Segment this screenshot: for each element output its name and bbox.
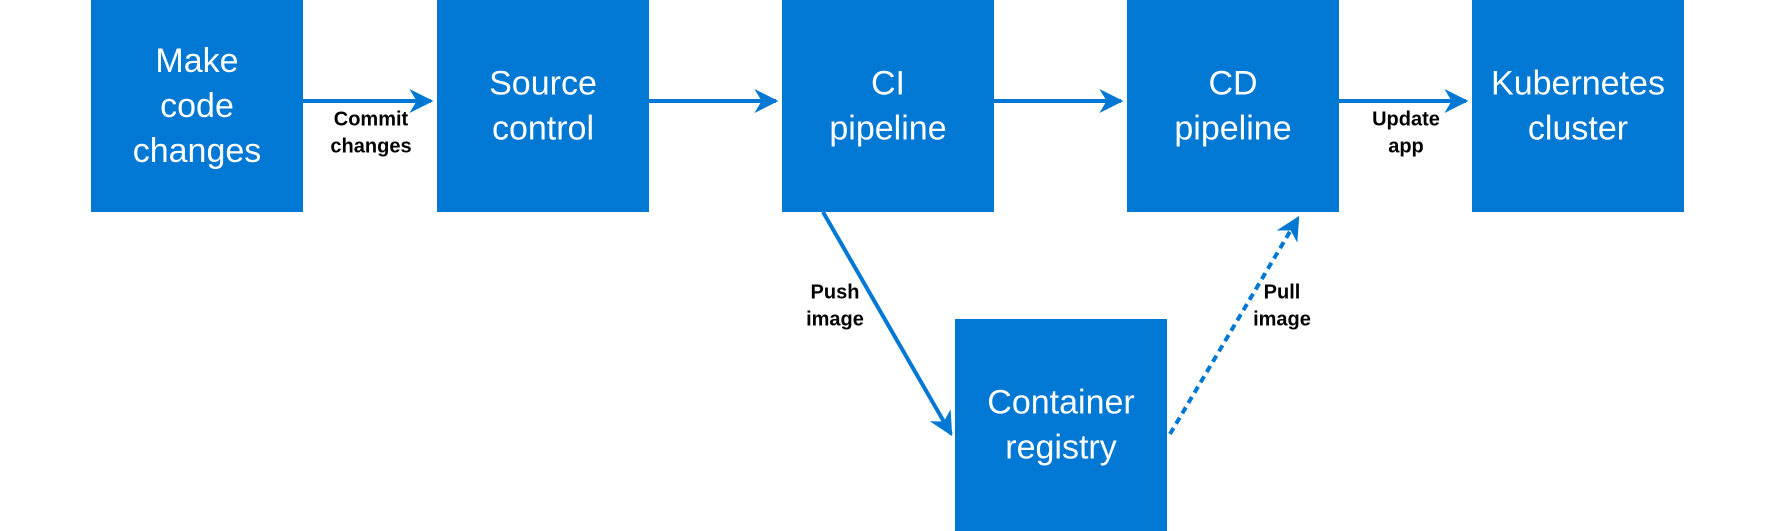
node-box-cd-pipeline xyxy=(1127,0,1339,212)
node-box-kubernetes-cluster xyxy=(1472,0,1684,212)
node-box-container-registry xyxy=(955,319,1167,531)
node-box-make-code-changes xyxy=(91,0,303,212)
edge-container-registry-to-cd-pipeline xyxy=(1168,215,1300,436)
node-box-ci-pipeline xyxy=(782,0,994,212)
edge-ci-pipeline-to-container-registry xyxy=(821,211,953,437)
node-box-source-control xyxy=(437,0,649,212)
